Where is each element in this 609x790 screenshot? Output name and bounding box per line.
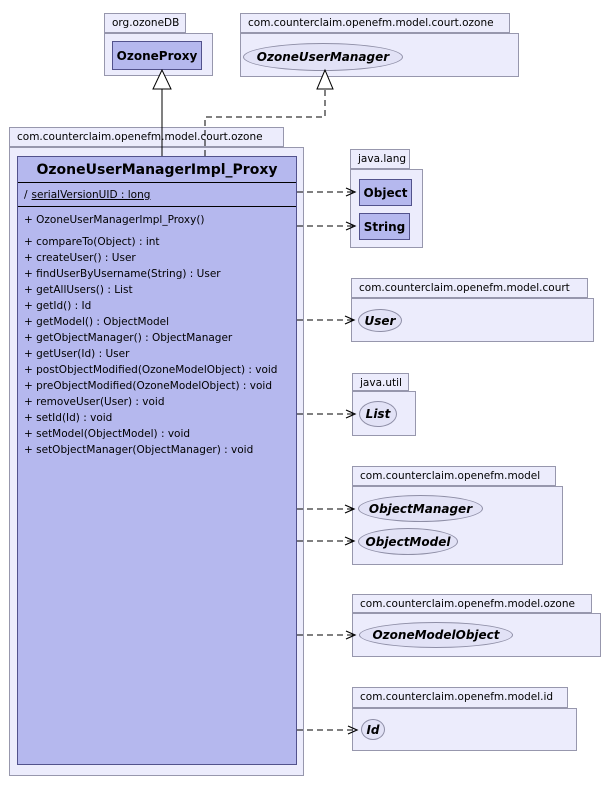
interface-user[interactable]: User <box>358 309 402 332</box>
method-row: + removeUser(User) : void <box>24 396 165 408</box>
method-row: + getId() : Id <box>24 300 92 312</box>
method-row: + findUserByUsername(String) : User <box>24 268 221 280</box>
attribute-compartment: / serialVersionUID : long <box>18 183 296 207</box>
method-row: + createUser() : User <box>24 252 136 264</box>
interface-id[interactable]: Id <box>361 719 385 740</box>
class-ozoneproxy[interactable]: OzoneProxy <box>112 41 202 70</box>
package-tab-model: com.counterclaim.openefm.model <box>352 466 556 486</box>
class-ozoneusermanagerimpl-proxy[interactable]: OzoneUserManagerImpl_Proxy / serialVersi… <box>17 156 297 765</box>
constructor-row: + OzoneUserManagerImpl_Proxy() <box>24 214 205 226</box>
interface-objectmanager[interactable]: ObjectManager <box>358 495 483 522</box>
method-row: + getModel() : ObjectModel <box>24 316 170 328</box>
method-row: + getAllUsers() : List <box>24 284 133 296</box>
attribute-serialversionuid: serialVersionUID : long <box>31 188 151 201</box>
package-tab-java-util: java.util <box>352 373 409 391</box>
derived-marker: / <box>24 188 28 201</box>
package-tab-java-lang: java.lang <box>350 149 410 169</box>
package-body-model-id <box>352 708 577 751</box>
method-compartment: + OzoneUserManagerImpl_Proxy() + compare… <box>18 207 296 458</box>
package-tab-ozonedb: org.ozoneDB <box>104 13 186 33</box>
package-tab-model-id: com.counterclaim.openefm.model.id <box>352 687 568 708</box>
interface-ozonemodelobject[interactable]: OzoneModelObject <box>359 622 513 648</box>
package-tab-court-ozone-top: com.counterclaim.openefm.model.court.ozo… <box>240 13 510 33</box>
interface-objectmodel[interactable]: ObjectModel <box>358 528 458 555</box>
class-object[interactable]: Object <box>359 179 412 206</box>
package-tab-model-court: com.counterclaim.openefm.model.court <box>351 278 588 298</box>
class-string[interactable]: String <box>359 213 410 240</box>
interface-list[interactable]: List <box>359 401 397 427</box>
package-tab-main: com.counterclaim.openefm.model.court.ozo… <box>9 127 284 147</box>
method-row: + setModel(ObjectModel) : void <box>24 428 191 440</box>
package-tab-model-ozone: com.counterclaim.openefm.model.ozone <box>352 594 592 613</box>
method-row: + compareTo(Object) : int <box>24 236 160 248</box>
method-row: + getObjectManager() : ObjectManager <box>24 332 233 344</box>
method-row: + setObjectManager(ObjectManager) : void <box>24 444 254 456</box>
interface-ozoneusermanager[interactable]: OzoneUserManager <box>243 43 403 71</box>
method-row: + setId(Id) : void <box>24 412 113 424</box>
method-row: + postObjectModified(OzoneModelObject) :… <box>24 364 278 376</box>
method-row: + preObjectModified(OzoneModelObject) : … <box>24 380 273 392</box>
class-title[interactable]: OzoneUserManagerImpl_Proxy <box>18 157 296 183</box>
method-row: + getUser(Id) : User <box>24 348 130 360</box>
